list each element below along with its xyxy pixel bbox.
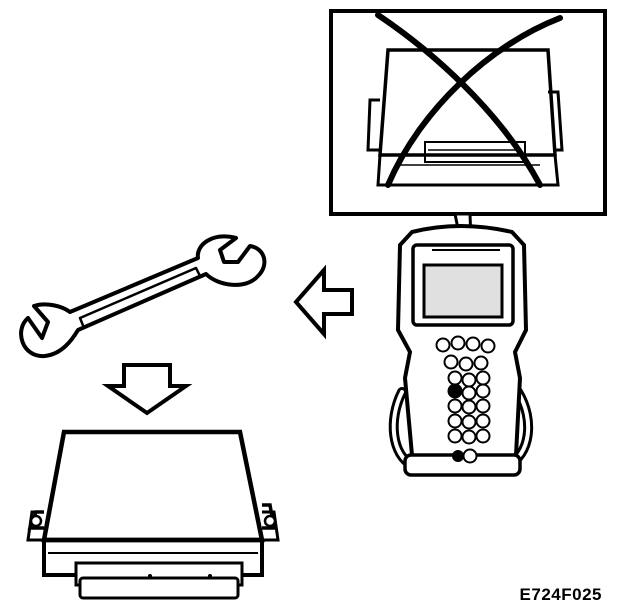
wrench-icon: [19, 234, 267, 359]
tester-screen: [422, 263, 504, 319]
figure-code: E724F025: [519, 585, 602, 604]
x-mark: [375, 12, 563, 188]
left-arrow-icon: [293, 264, 354, 340]
down-arrow-icon: [101, 363, 193, 416]
control-module: [26, 429, 280, 600]
handheld-tester: [388, 224, 534, 477]
inset-box: [329, 9, 607, 270]
